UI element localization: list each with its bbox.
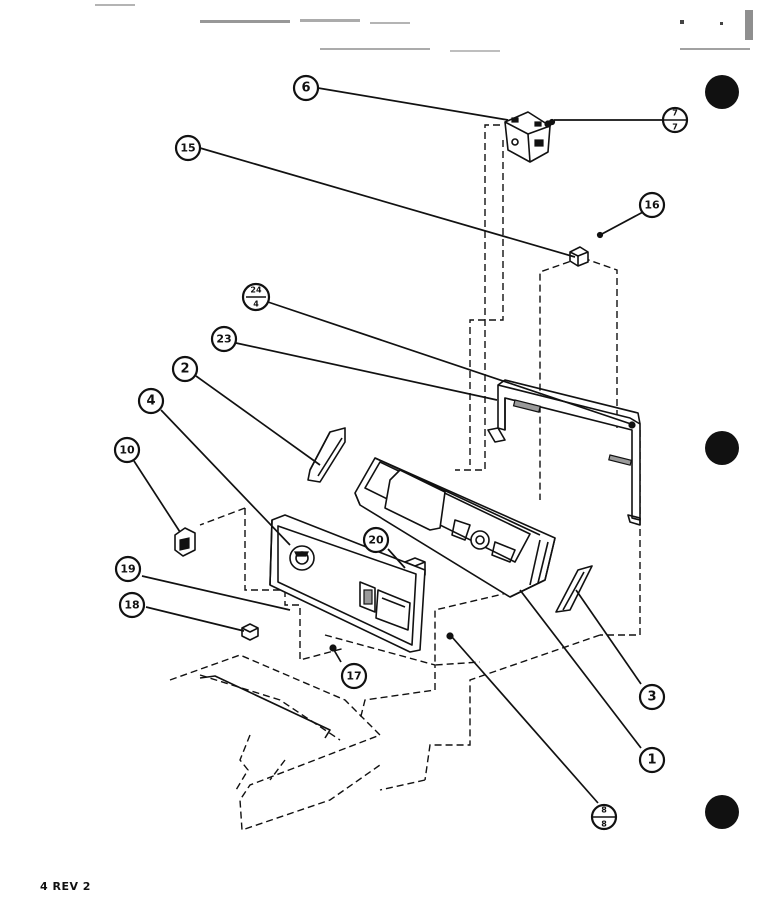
callout-label: 3 (647, 690, 656, 705)
callout-18: 18 (118, 591, 146, 619)
callout-label: 18 (124, 599, 139, 612)
callout-16: 16 (638, 191, 666, 219)
callout-3: 3 (638, 683, 666, 711)
nut-part (241, 623, 259, 641)
callout-label: 16 (644, 199, 660, 212)
base-frame (169, 654, 382, 831)
callout-2: 2 (171, 355, 199, 383)
assembly-guide-lines (199, 124, 641, 791)
callout-label: 4 (146, 394, 155, 409)
callout-7-over-7: 7 7 (661, 106, 689, 134)
callout-label: 17 (346, 670, 361, 683)
revision-label: 4 REV 2 (40, 880, 91, 893)
scan-noise-top (95, 4, 753, 52)
callout-24-over-4: 24 4 (241, 282, 271, 312)
side-trim-right (555, 565, 593, 613)
binder-hole-bottom (705, 795, 739, 829)
rear-bracket-panel (487, 379, 641, 526)
binder-hole-middle (705, 431, 739, 465)
screw-17 (329, 644, 337, 652)
callout-20: 20 (362, 526, 390, 554)
screw-7 (548, 118, 556, 126)
callout-15: 15 (174, 134, 202, 162)
callout-label: 10 (119, 444, 135, 457)
callout-1: 1 (638, 746, 666, 774)
callout-label: 15 (180, 142, 195, 155)
binder-hole-top (705, 75, 739, 109)
timer-switch-assembly (504, 111, 552, 163)
callout-10: 10 (113, 436, 141, 464)
callout-label: 19 (120, 563, 135, 576)
console-housing (354, 457, 556, 598)
callout-denominator: 7 (672, 123, 678, 132)
callout-denominator: 4 (253, 300, 259, 309)
callout-6: 6 (292, 74, 320, 102)
callout-23: 23 (210, 325, 238, 353)
callout-4: 4 (137, 387, 165, 415)
callout-denominator: 8 (601, 820, 607, 829)
knob-part (174, 527, 196, 557)
callout-17: 17 (340, 662, 368, 690)
callout-19: 19 (114, 555, 142, 583)
callout-label: 20 (368, 534, 384, 547)
callout-numerator: 24 (250, 286, 262, 295)
leader-lines (133, 87, 662, 804)
callout-8-over-8: 8 8 (590, 803, 618, 831)
callout-label: 2 (180, 362, 189, 377)
callout-label: 23 (216, 333, 231, 346)
callout-numerator: 7 (672, 109, 678, 118)
side-trim-left (307, 427, 346, 483)
callout-label: 6 (301, 81, 310, 96)
small-knob-part (569, 246, 589, 267)
callout-label: 1 (647, 753, 656, 768)
callout-numerator: 8 (601, 806, 607, 815)
control-panel-front (269, 514, 426, 653)
